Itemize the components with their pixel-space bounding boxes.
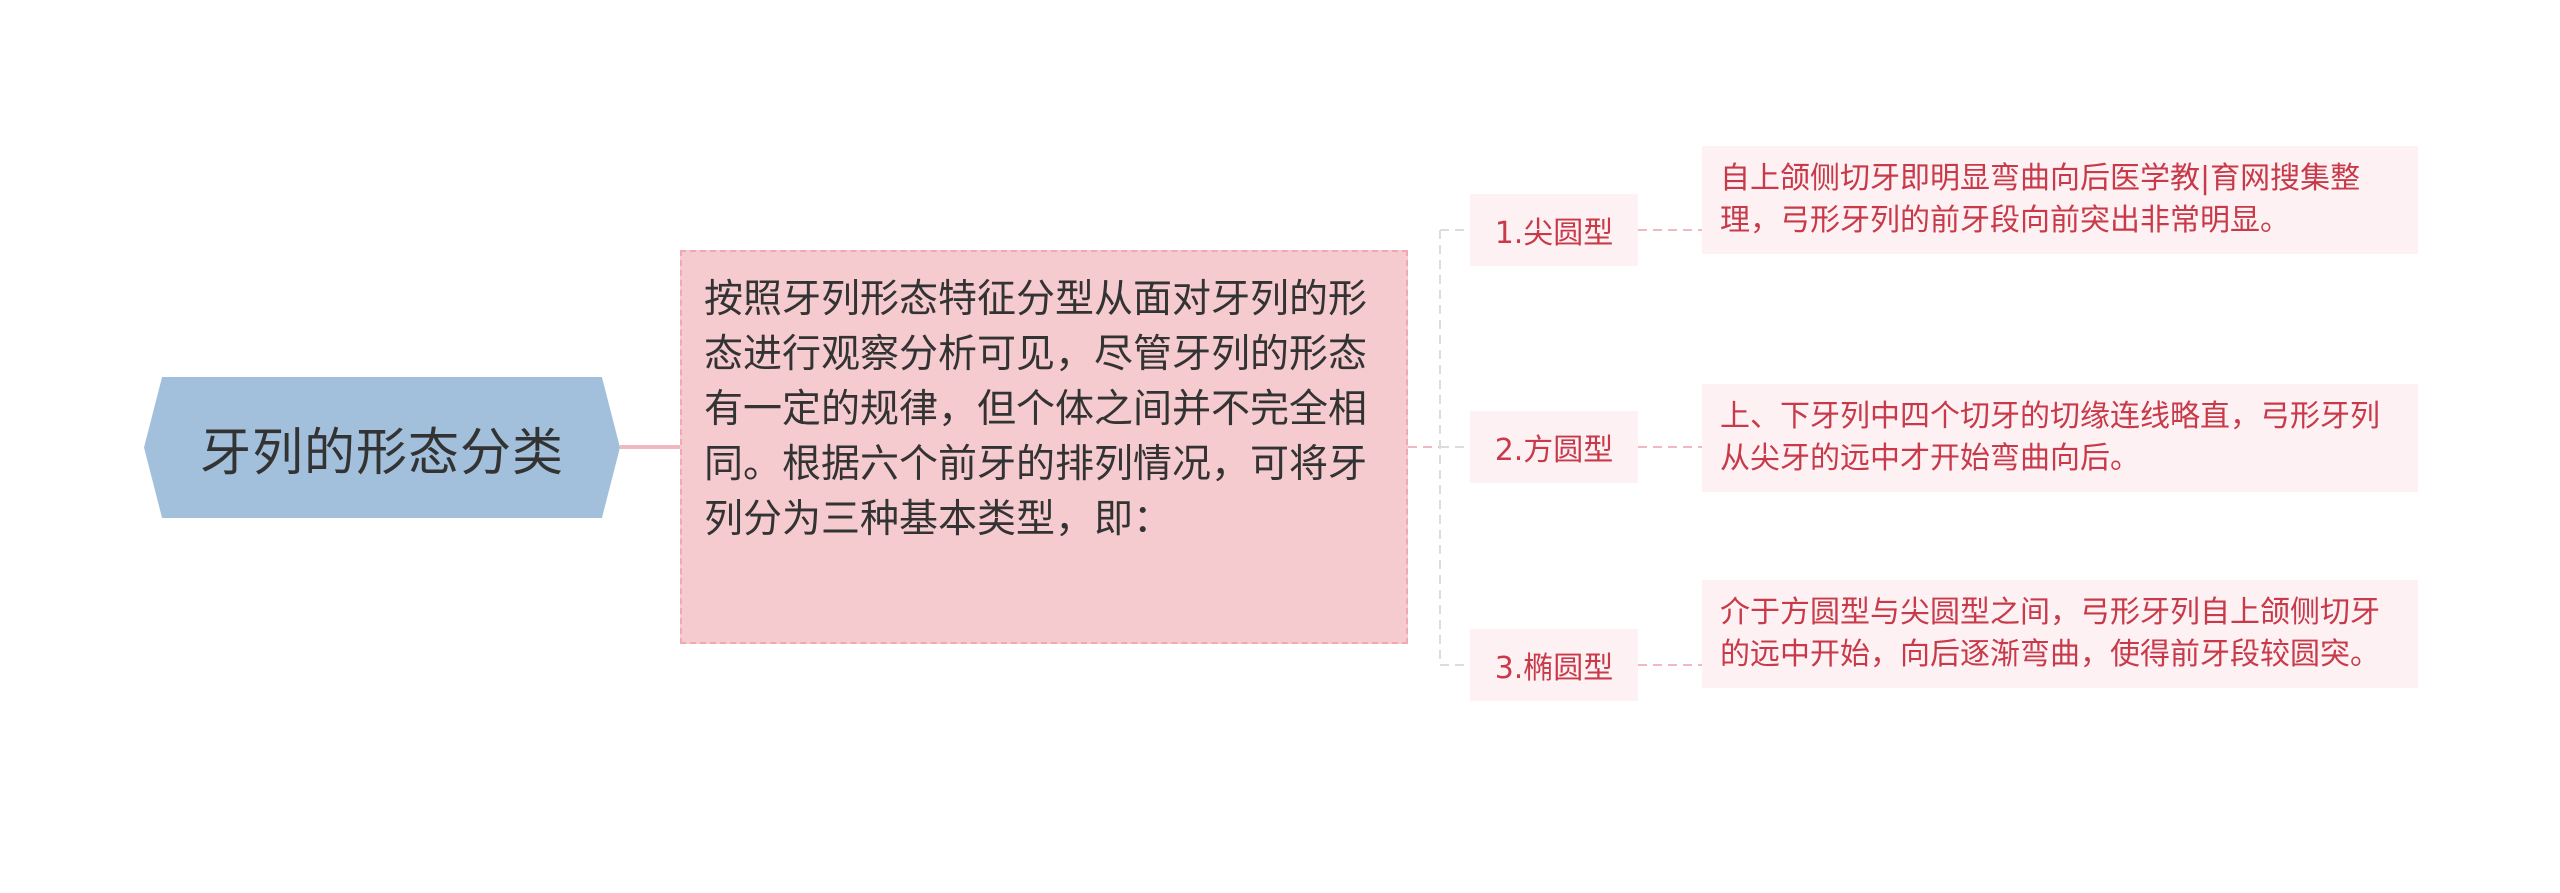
desc-text-oval: 介于方圆型与尖圆型之间，弓形牙列自上颌侧切牙的远中开始，向后逐渐弯曲，使得前牙段…	[1720, 595, 2380, 672]
type-node-oval[interactable]: 3.椭圆型	[1470, 629, 1638, 701]
type-node-square-round[interactable]: 2.方圆型	[1470, 411, 1638, 483]
root-topic-label: 牙列的形态分类	[199, 423, 564, 483]
desc-text-square-round: 上、下牙列中四个切牙的切缘连线略直，弓形牙列从尖牙的远中才开始弯曲向后。	[1720, 399, 2380, 476]
desc-text-pointed-round: 自上颌侧切牙即明显弯曲向后医学教|育网搜集整理，弓形牙列的前牙段向前突出非常明显…	[1720, 161, 2361, 238]
type-label-pointed-round: 1.尖圆型	[1494, 216, 1614, 251]
desc-node-square-round[interactable]: 上、下牙列中四个切牙的切缘连线略直，弓形牙列从尖牙的远中才开始弯曲向后。	[1702, 384, 2418, 492]
desc-node-pointed-round[interactable]: 自上颌侧切牙即明显弯曲向后医学教|育网搜集整理，弓形牙列的前牙段向前突出非常明显…	[1702, 146, 2418, 254]
main-topic-node[interactable]: 按照牙列形态特征分型从面对牙列的形态进行观察分析可见，尽管牙列的形态有一定的规律…	[680, 250, 1408, 644]
desc-node-oval[interactable]: 介于方圆型与尖圆型之间，弓形牙列自上颌侧切牙的远中开始，向后逐渐弯曲，使得前牙段…	[1702, 580, 2418, 688]
main-topic-text: 按照牙列形态特征分型从面对牙列的形态进行观察分析可见，尽管牙列的形态有一定的规律…	[704, 277, 1368, 542]
type-label-square-round: 2.方圆型	[1494, 433, 1614, 468]
root-topic-node[interactable]: 牙列的形态分类	[144, 377, 620, 518]
type-node-pointed-round[interactable]: 1.尖圆型	[1470, 194, 1638, 266]
type-label-oval: 3.椭圆型	[1494, 651, 1614, 686]
